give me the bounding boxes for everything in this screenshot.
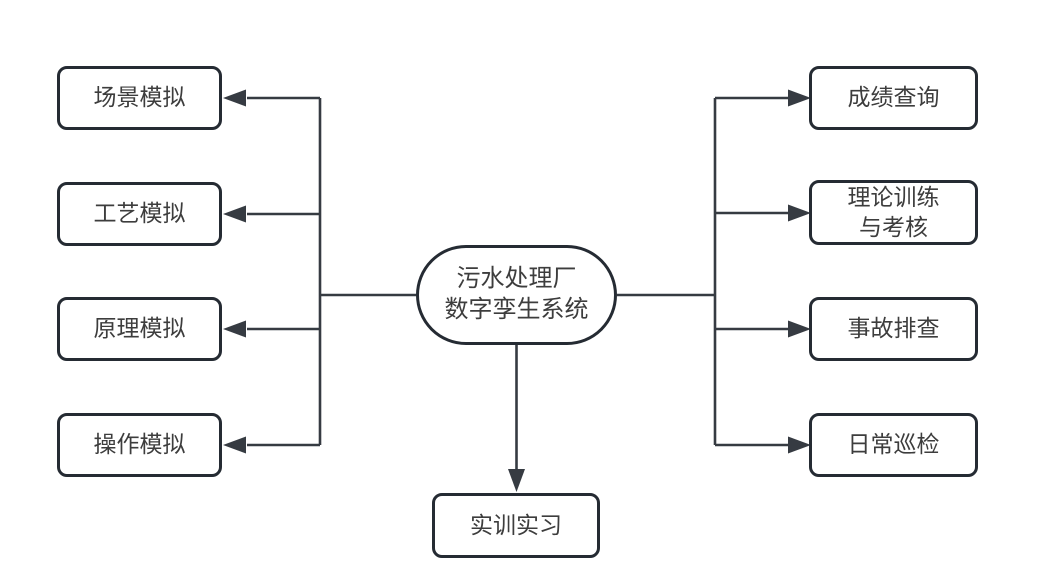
arrowhead-accident-check (788, 320, 811, 338)
arrowhead-theory-training (788, 204, 811, 222)
arrowhead-operation-simulation (223, 436, 246, 454)
node-score-query: 成绩查询 (809, 66, 978, 130)
arrowhead-score-query (788, 89, 811, 107)
node-center-digital-twin-system: 污水处理厂 数字孪生系统 (416, 245, 617, 345)
node-accident-troubleshooting: 事故排查 (809, 297, 978, 361)
arrowhead-daily-inspection (788, 436, 811, 454)
node-practical-training: 实训实习 (432, 493, 600, 558)
node-scene-simulation: 场景模拟 (57, 66, 222, 130)
arrowhead-scene-simulation (223, 89, 246, 107)
arrowhead-practical-training (508, 469, 525, 492)
node-operation-simulation: 操作模拟 (57, 413, 222, 477)
arrowhead-process-simulation (223, 205, 246, 223)
arrowhead-principle-simulation (223, 320, 246, 338)
node-daily-inspection: 日常巡检 (809, 413, 978, 477)
node-theory-training-assessment: 理论训练 与考核 (809, 180, 978, 245)
node-process-simulation: 工艺模拟 (57, 182, 222, 246)
node-principle-simulation: 原理模拟 (57, 297, 222, 361)
